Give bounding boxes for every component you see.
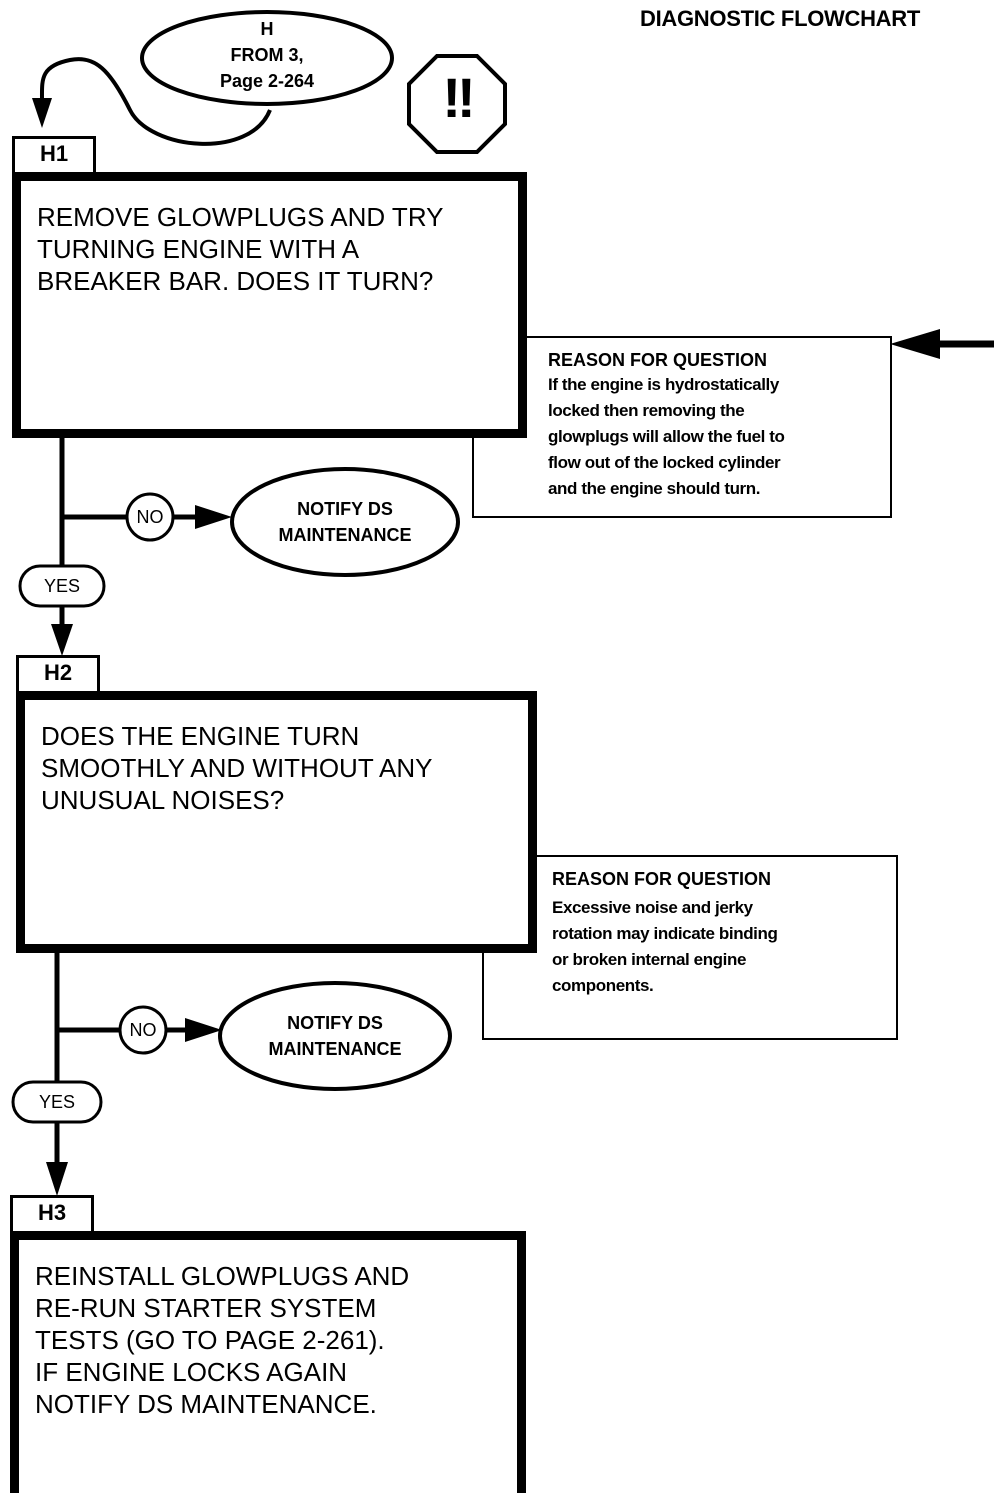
no-label-h2: NO <box>129 1020 157 1040</box>
step-line: NOTIFY DS MAINTENANCE. <box>35 1389 377 1419</box>
entry-arrowhead <box>32 98 52 128</box>
notify-label-h1: NOTIFY DS MAINTENANCE <box>245 496 445 548</box>
page-header: DIAGNOSTIC FLOWCHART <box>640 6 920 31</box>
entry-ellipse <box>140 10 394 106</box>
entry-label: H FROM 3, Page 2-264 <box>187 16 347 94</box>
reason-line: components. <box>552 976 654 995</box>
entry-line: Page 2-264 <box>219 71 315 91</box>
step-line: REINSTALL GLOWPLUGS AND <box>35 1261 410 1291</box>
reason-box-h2: REASON FOR QUESTION Excessive noise and … <box>482 855 898 1040</box>
yes-label-h2: YES <box>38 1092 76 1112</box>
step-line: REMOVE GLOWPLUGS AND TRY <box>37 202 444 232</box>
step-line: TURNING ENGINE WITH A <box>37 234 360 264</box>
notify-line: NOTIFY DS <box>287 1013 383 1033</box>
reason-line: Excessive noise and jerky <box>552 898 753 917</box>
step-tab-h1: H1 <box>12 136 96 174</box>
no-label-h1: NO <box>136 507 164 527</box>
reason-line: locked then removing the <box>548 401 745 420</box>
notify-line: MAINTENANCE <box>268 1039 402 1059</box>
reason-line: glowplugs will allow the fuel to <box>548 427 785 446</box>
reason-title: REASON FOR QUESTION <box>548 350 768 370</box>
notify-line: MAINTENANCE <box>278 525 412 545</box>
step-tab-h2: H2 <box>16 655 100 693</box>
h2-no-arrowhead <box>185 1018 222 1042</box>
entry-line: H <box>260 19 274 39</box>
reason-title: REASON FOR QUESTION <box>552 869 772 889</box>
h2-notify-ellipse <box>218 981 452 1091</box>
h1-no-arrowhead <box>195 505 232 529</box>
notify-line: NOTIFY DS <box>297 499 393 519</box>
yes-label-h1: YES <box>43 576 81 596</box>
step-box-h2: DOES THE ENGINE TURN SMOOTHLY AND WITHOU… <box>16 691 537 953</box>
entry-connector <box>39 57 272 146</box>
h1-notify-ellipse <box>230 467 460 577</box>
h1-yes-arrowhead <box>51 624 73 656</box>
notify-label-h2: NOTIFY DS MAINTENANCE <box>235 1010 435 1062</box>
step-line: SMOOTHLY AND WITHOUT ANY <box>41 753 433 783</box>
reason-line: and the engine should turn. <box>548 479 761 498</box>
step-line: DOES THE ENGINE TURN <box>41 721 360 751</box>
reason-line: If the engine is hydrostatically <box>548 375 779 394</box>
reason-line: flow out of the locked cylinder <box>548 453 781 472</box>
reason-box-h1: REASON FOR QUESTION If the engine is hyd… <box>472 336 892 518</box>
reason-line: or broken internal engine <box>552 950 747 969</box>
reason-line: rotation may indicate binding <box>552 924 778 943</box>
caution-octagon-icon: !! <box>442 66 475 129</box>
step-line: TESTS (GO TO PAGE 2-261). <box>35 1325 385 1355</box>
entry-line: FROM 3, <box>230 45 304 65</box>
step-tab-h3: H3 <box>10 1195 94 1233</box>
step-box-h1: REMOVE GLOWPLUGS AND TRY TURNING ENGINE … <box>12 172 527 438</box>
step-box-h3: REINSTALL GLOWPLUGS AND RE-RUN STARTER S… <box>10 1231 526 1493</box>
step-line: BREAKER BAR. DOES IT TURN? <box>37 266 434 296</box>
caution-octagon <box>407 54 507 154</box>
step-line: UNUSUAL NOISES? <box>41 785 285 815</box>
h2-yes-arrowhead <box>46 1162 68 1196</box>
step-line: RE-RUN STARTER SYSTEM <box>35 1293 377 1323</box>
step-line: IF ENGINE LOCKS AGAIN <box>35 1357 348 1387</box>
incoming-arrowhead <box>890 329 940 359</box>
